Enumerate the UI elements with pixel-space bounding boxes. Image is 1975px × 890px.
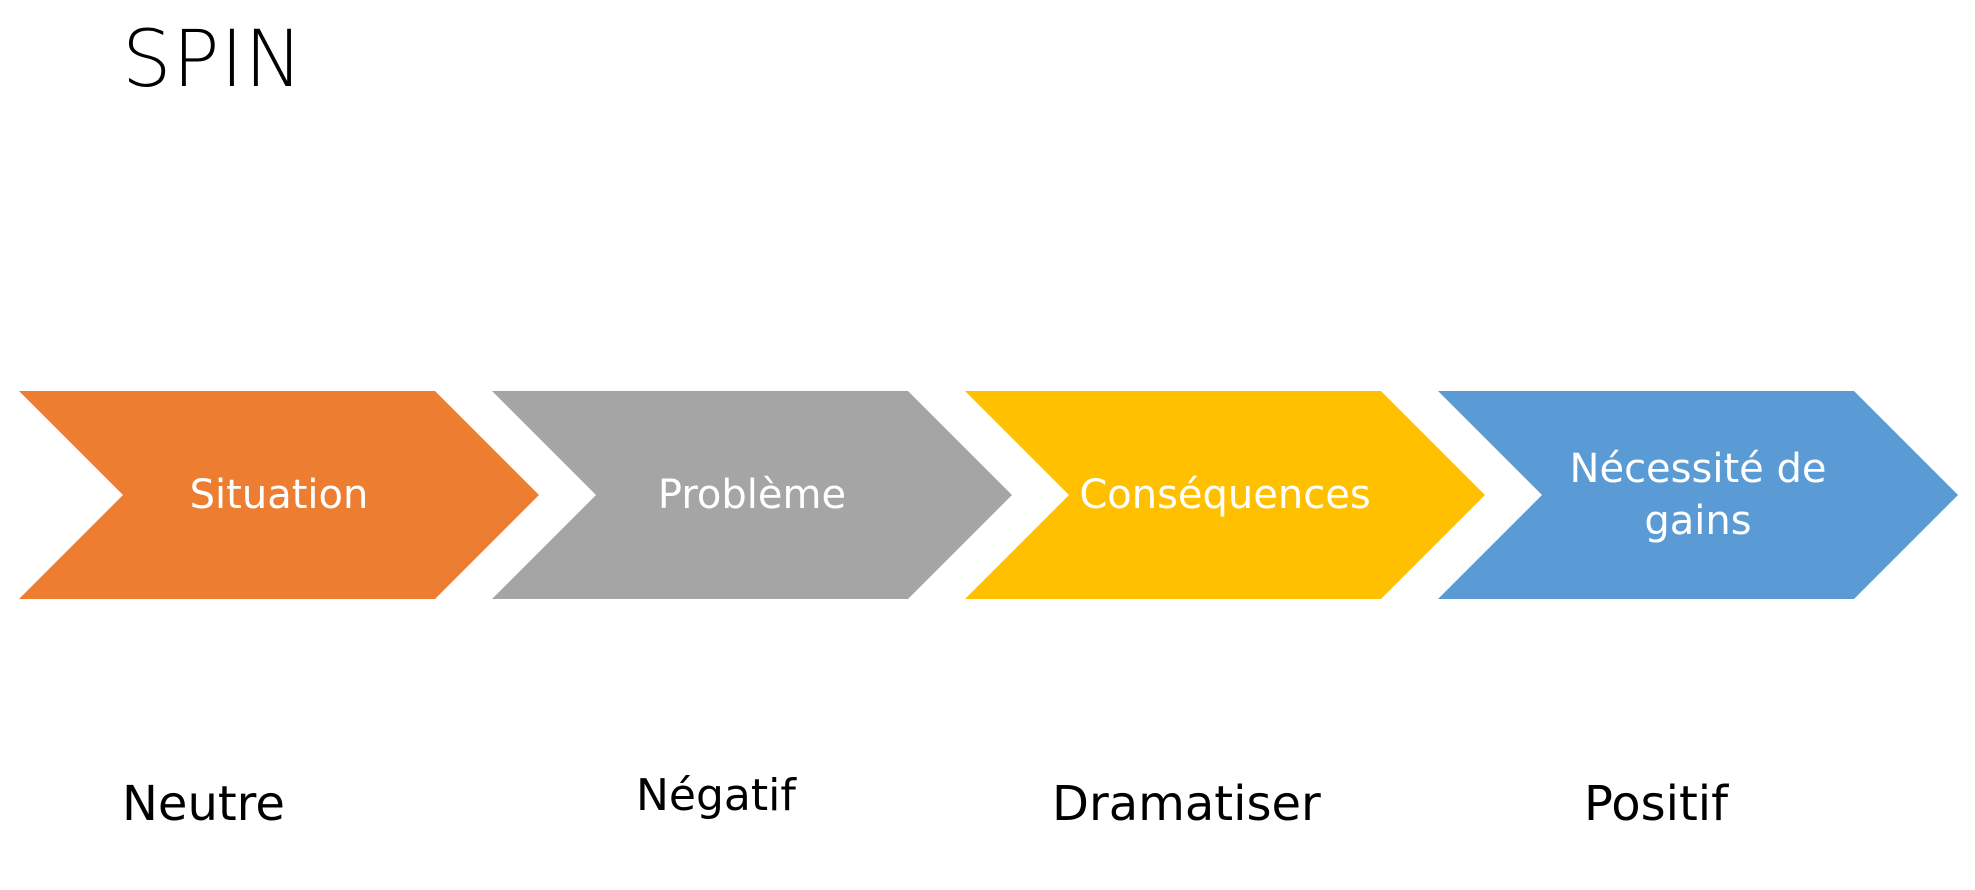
chevron-shape (1438, 391, 1958, 599)
chevron-polygon (492, 391, 1012, 599)
chevron-shape (19, 391, 539, 599)
caption-neutre: Neutre (122, 776, 285, 832)
chevron-label: Problème (657, 472, 847, 518)
chevron-label: Conséquences (1079, 472, 1371, 518)
chevron-label: Nécessité de gains (1569, 446, 1827, 544)
chevron-shape (492, 391, 1012, 599)
chevron-polygon (19, 391, 539, 599)
caption-negatif: Négatif (636, 770, 796, 821)
chevron-situation: Situation (19, 391, 539, 599)
chevron-probleme: Problème (492, 391, 1012, 599)
chevron-consequences: Conséquences (965, 391, 1485, 599)
chevron-label: Situation (189, 472, 369, 518)
chevron-polygon (965, 391, 1485, 599)
caption-positif: Positif (1584, 776, 1728, 832)
chevron-polygon (1438, 391, 1958, 599)
chevron-shape (965, 391, 1485, 599)
caption-dramatiser: Dramatiser (1052, 776, 1321, 832)
chevron-necessite: Nécessité de gains (1438, 391, 1958, 599)
slide-title: SPIN (122, 15, 304, 105)
